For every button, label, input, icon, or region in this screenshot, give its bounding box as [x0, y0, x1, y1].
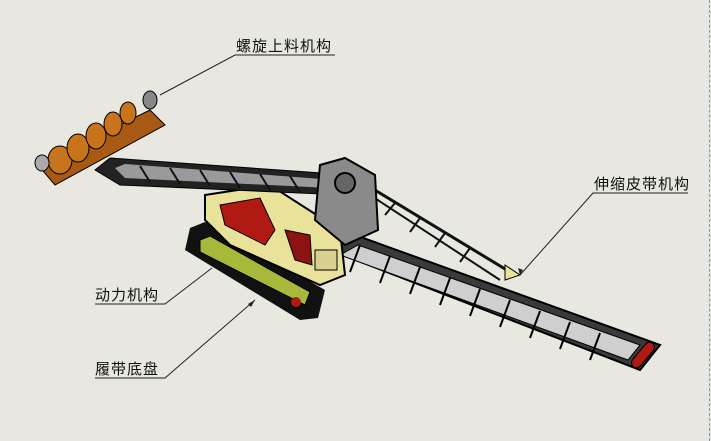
page-border [709, 0, 710, 441]
screw-feeder [34, 90, 166, 186]
feed-boom [94, 156, 380, 247]
label-screw-feeder: 螺旋上料机构 [236, 37, 333, 55]
telescopic-conveyor [327, 173, 662, 372]
label-power-unit: 动力机构 [95, 286, 160, 304]
label-telescopic-conveyor: 伸缩皮带机构 [594, 175, 691, 193]
arrow-icon [248, 300, 255, 307]
crawler-chassis [185, 222, 325, 320]
arrow-icon [518, 268, 523, 275]
leader-lines [95, 54, 688, 379]
label-crawler-chassis: 履带底盘 [95, 360, 160, 378]
